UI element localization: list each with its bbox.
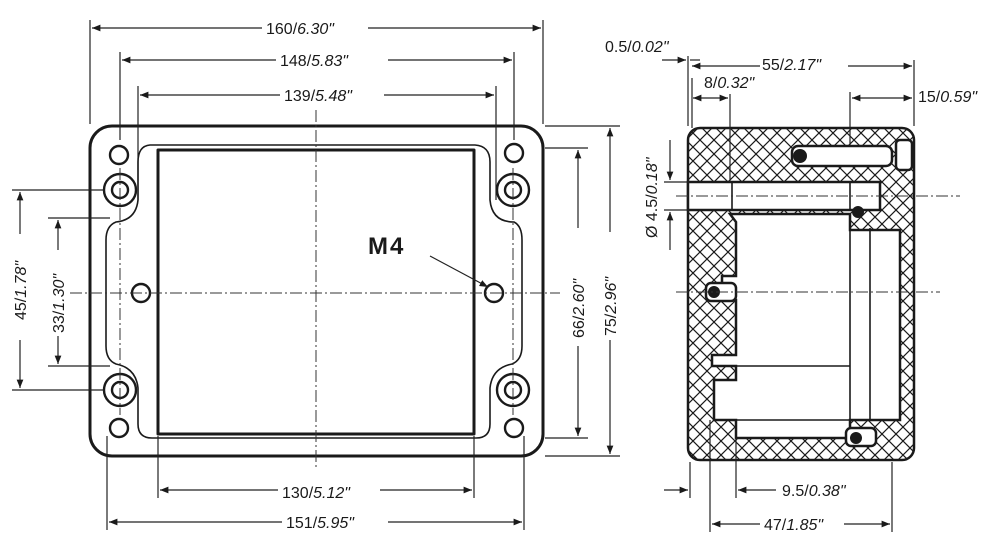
corner-hole-tr [503, 142, 525, 164]
dim-66: 66/2.60" [571, 278, 588, 338]
dim-33: 33/1.30" [51, 273, 68, 333]
front-dims-bottom: 130/5.12" 151/5.95" [106, 436, 525, 532]
corner-hole-br [503, 417, 525, 439]
dim-130: 130/5.12" [282, 485, 351, 502]
dim-160: 160/6.30" [266, 21, 335, 38]
dim-139: 139/5.48" [284, 88, 353, 105]
top-screw [790, 144, 894, 168]
section-cavity [710, 212, 902, 440]
inner-frame [105, 144, 523, 439]
dim-75: 75/2.96" [603, 276, 620, 336]
side-dims: 0.5/0.02" 55/2.17" 8/0.32" 15/0.59" Ø 4.… [605, 39, 978, 534]
m4-leader [429, 255, 489, 288]
corner-hole-bl [108, 417, 130, 439]
front-dims-left: 45/1.78" 33/1.30" [12, 189, 110, 391]
dim-55: 55/2.17" [762, 57, 822, 74]
side-section-view [676, 126, 960, 462]
dim-47: 47/1.85" [764, 517, 824, 534]
thread-label: M4 [368, 233, 405, 260]
dim-148: 148/5.83" [280, 53, 349, 70]
dim-dia-4-5: Ø 4.5/0.18" [644, 156, 661, 238]
dim-0-5: 0.5/0.02" [605, 39, 670, 56]
dim-9-5: 9.5/0.38" [782, 483, 847, 500]
dim-15: 15/0.59" [918, 89, 978, 106]
dim-8: 8/0.32" [704, 75, 755, 92]
dim-151: 151/5.95" [286, 515, 355, 532]
corner-hole-tl [108, 144, 130, 166]
front-dims-right: 66/2.60" 75/2.96" [545, 125, 620, 457]
front-view: M4 [70, 110, 560, 470]
dim-45: 45/1.78" [13, 260, 30, 320]
front-dims-top: 160/6.30" 148/5.83" 139/5.48" [89, 20, 544, 200]
